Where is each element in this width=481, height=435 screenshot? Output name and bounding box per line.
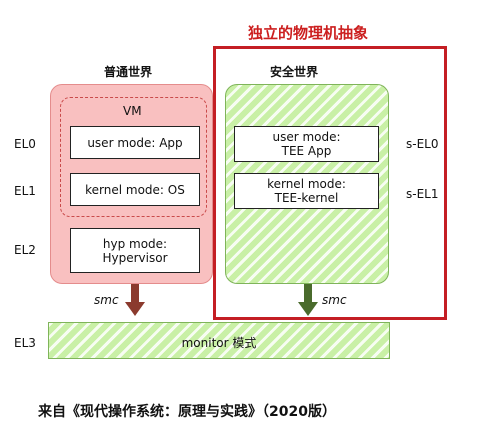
source-caption: 来自《现代操作系统：原理与实践》（2020版）	[38, 404, 336, 420]
secure-world-outline	[213, 46, 447, 320]
smc-label-secure: smc	[322, 293, 347, 307]
independent-physical-machine-title: 独立的物理机抽象	[248, 24, 369, 42]
level-s-el1: s-EL1	[406, 187, 439, 201]
level-s-el0: s-EL0	[406, 137, 439, 151]
vm-dashed-box	[60, 97, 207, 217]
level-el2: EL2	[14, 243, 36, 257]
monitor-mode-label: monitor 模式	[181, 336, 257, 350]
vm-label: VM	[123, 104, 142, 118]
normal-world-title: 普通世界	[104, 65, 153, 79]
level-el1: EL1	[14, 184, 36, 198]
monitor-mode-bar	[48, 322, 390, 359]
smc-arrow-secure	[298, 284, 318, 316]
secure-world-title: 安全世界	[270, 65, 319, 79]
normal-kernel-mode-box: kernel mode: OS	[70, 173, 200, 206]
smc-arrow-normal	[125, 284, 145, 316]
secure-kernel-mode-box: kernel mode: TEE-kernel	[234, 173, 379, 209]
secure-user-mode-box: user mode: TEE App	[234, 126, 379, 162]
hyp-mode-box: hyp mode: Hypervisor	[70, 228, 200, 273]
level-el0: EL0	[14, 137, 36, 151]
level-el3: EL3	[14, 336, 36, 350]
normal-user-mode-box: user mode: App	[70, 126, 200, 159]
smc-label-normal: smc	[94, 293, 119, 307]
